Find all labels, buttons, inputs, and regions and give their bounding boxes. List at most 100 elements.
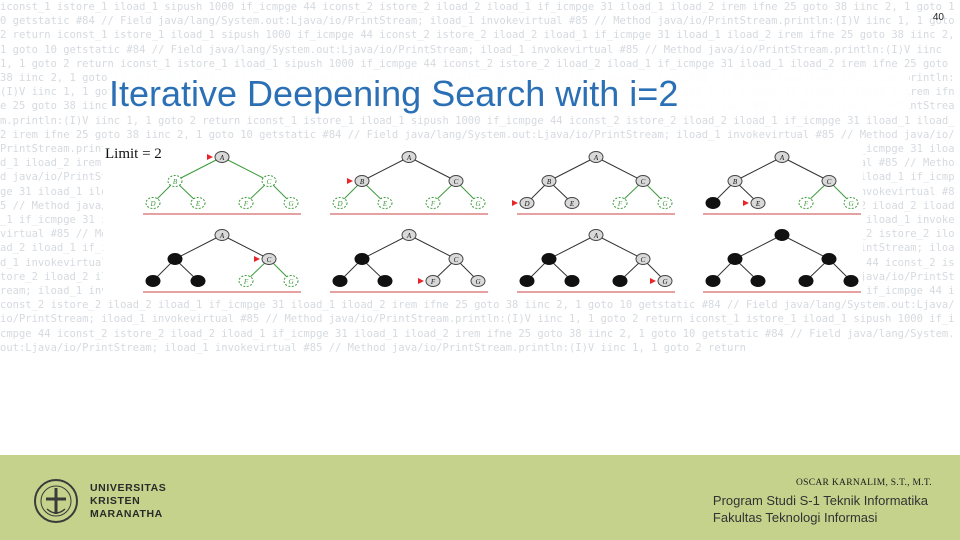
tree-node-label: G bbox=[662, 278, 667, 286]
tree-edge bbox=[781, 234, 830, 260]
tree-node-label: B bbox=[547, 178, 552, 186]
tree-node-label: C bbox=[827, 178, 832, 186]
program-line: Fakultas Teknologi Informasi bbox=[712, 509, 878, 525]
tree-node-f: F bbox=[238, 197, 254, 209]
tree-node-label: G bbox=[288, 278, 293, 286]
tree-edge bbox=[595, 234, 644, 260]
tree-node-label: B bbox=[547, 256, 552, 264]
tree-node-g: G bbox=[470, 197, 486, 209]
university-name-line: UNIVERSITAS bbox=[90, 482, 167, 494]
tree-node-a: A bbox=[588, 229, 604, 241]
tree-node-label: E bbox=[195, 200, 201, 208]
tree-node-b: B bbox=[541, 253, 557, 265]
search-tree-step: A B C D E F G bbox=[143, 224, 301, 294]
tree-node-label: D bbox=[149, 200, 155, 208]
tree-node-c: C bbox=[261, 175, 277, 187]
tree-node-b: B bbox=[541, 175, 557, 187]
tree-node-label: E bbox=[755, 200, 761, 208]
tree-node-label: E bbox=[569, 278, 575, 286]
university-name: UNIVERSITAS KRISTEN MARANATHA bbox=[90, 482, 166, 521]
tree-node-d: D bbox=[705, 197, 721, 209]
tree-node-e: E bbox=[750, 197, 766, 209]
tree-edge bbox=[734, 156, 783, 182]
tree-node-f: F bbox=[612, 197, 628, 209]
tree-node-g: G bbox=[283, 275, 299, 287]
tree-node-label: G bbox=[475, 200, 480, 208]
tree-node-d: D bbox=[145, 275, 161, 287]
tree-node-e: E bbox=[190, 275, 206, 287]
tree-node-d: D bbox=[519, 275, 535, 287]
tree-node-label: G bbox=[475, 278, 480, 286]
tree-node-label: C bbox=[641, 178, 646, 186]
tree-node-a: A bbox=[214, 229, 230, 241]
tree-node-label: A bbox=[219, 154, 225, 162]
tree-node-label: B bbox=[173, 256, 178, 264]
tree-node-g: G bbox=[657, 275, 673, 287]
tree-node-label: D bbox=[709, 278, 715, 286]
tree-node-f: F bbox=[425, 197, 441, 209]
tree-node-g: G bbox=[283, 197, 299, 209]
tree-edge bbox=[361, 234, 410, 260]
current-node-arrow-icon bbox=[743, 200, 749, 206]
university-name-line: MARANATHA bbox=[90, 508, 163, 520]
tree-node-label: F bbox=[617, 278, 623, 286]
tree-node-label: G bbox=[848, 278, 853, 286]
tree-node-b: B bbox=[167, 253, 183, 265]
tree-edge bbox=[548, 156, 597, 182]
search-tree-step: A B C D E F G bbox=[703, 224, 861, 294]
tree-node-label: B bbox=[733, 256, 738, 264]
tree-node-label: A bbox=[779, 154, 785, 162]
slide-number: 40 bbox=[932, 12, 944, 23]
current-node-arrow-icon bbox=[650, 278, 656, 284]
tree-node-c: C bbox=[261, 253, 277, 265]
tree-node-f: F bbox=[798, 275, 814, 287]
tree-node-e: E bbox=[750, 275, 766, 287]
tree-node-b: B bbox=[167, 175, 183, 187]
current-node-arrow-icon bbox=[418, 278, 424, 284]
tree-node-g: G bbox=[657, 197, 673, 209]
tree-node-label: C bbox=[827, 256, 832, 264]
tree-node-a: A bbox=[401, 151, 417, 163]
tree-node-g: G bbox=[470, 275, 486, 287]
tree-node-label: C bbox=[454, 178, 459, 186]
tree-node-a: A bbox=[214, 151, 230, 163]
tree-node-f: F bbox=[612, 275, 628, 287]
university-logo-icon bbox=[30, 477, 82, 530]
tree-node-label: G bbox=[288, 200, 293, 208]
program-line: Program Studi S-1 Teknik Informatika bbox=[712, 493, 928, 508]
tree-node-label: C bbox=[641, 256, 646, 264]
tree-edge bbox=[781, 156, 830, 182]
tree-node-label: A bbox=[406, 154, 412, 162]
tree-node-d: D bbox=[332, 275, 348, 287]
tree-node-label: C bbox=[454, 256, 459, 264]
tree-node-a: A bbox=[588, 151, 604, 163]
tree-edge bbox=[734, 234, 783, 260]
tree-node-a: A bbox=[401, 229, 417, 241]
tree-node-label: F bbox=[430, 200, 436, 208]
current-node-arrow-icon bbox=[254, 256, 260, 262]
tree-node-b: B bbox=[727, 175, 743, 187]
tree-node-c: C bbox=[635, 175, 651, 187]
tree-edge bbox=[595, 156, 644, 182]
tree-node-e: E bbox=[377, 197, 393, 209]
tree-node-label: E bbox=[569, 200, 575, 208]
tree-node-label: A bbox=[219, 232, 225, 240]
tree-node-label: D bbox=[523, 278, 529, 286]
tree-node-label: F bbox=[243, 278, 249, 286]
tree-edge bbox=[174, 156, 223, 182]
tree-node-label: A bbox=[779, 232, 785, 240]
tree-node-label: E bbox=[382, 278, 388, 286]
tree-node-b: B bbox=[354, 253, 370, 265]
tree-edge bbox=[548, 234, 597, 260]
tree-node-label: E bbox=[755, 278, 761, 286]
tree-node-label: F bbox=[617, 200, 623, 208]
tree-edge bbox=[408, 156, 457, 182]
tree-node-a: A bbox=[774, 151, 790, 163]
tree-node-label: F bbox=[243, 200, 249, 208]
tree-node-label: E bbox=[382, 200, 388, 208]
tree-node-e: E bbox=[190, 197, 206, 209]
tree-node-g: G bbox=[843, 197, 859, 209]
tree-node-label: B bbox=[360, 178, 365, 186]
tree-node-f: F bbox=[425, 275, 441, 287]
